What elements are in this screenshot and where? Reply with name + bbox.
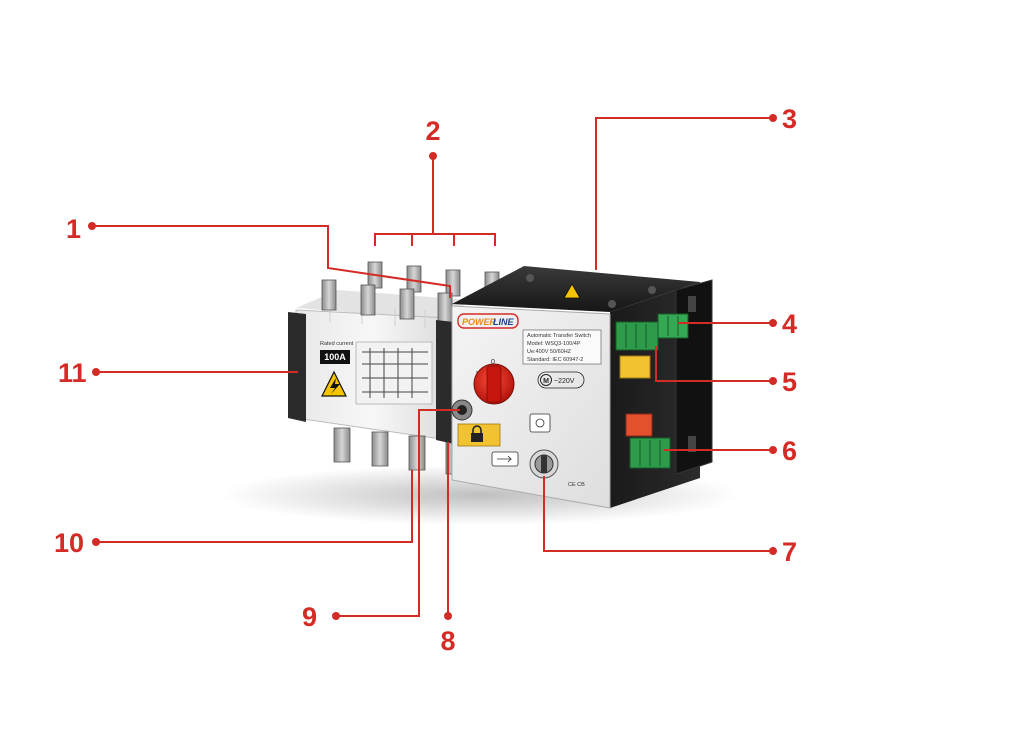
terminal-blocks-lower (625, 413, 671, 469)
mode-selector-icon (529, 413, 551, 433)
switch-body: Rated current 100A (288, 261, 500, 475)
auto-manual-icon (491, 451, 519, 467)
wiring-schematic (355, 341, 433, 405)
brand-logo: POWER LINE (457, 313, 519, 329)
plate-line-3: Ue:400V 50/60HZ (527, 349, 572, 355)
callout-10: 10 (54, 528, 84, 558)
motor-symbol: M (543, 378, 549, 385)
plate-line-4: Standard: IEC 60947-2 (527, 357, 583, 363)
plate-line-1: Automatic Transfer Switch (527, 333, 591, 339)
callout-2: 2 (425, 116, 440, 146)
callout-11: 11 (58, 358, 87, 388)
brand-name-part2: LINE (493, 317, 514, 327)
callout-numbers: 1 2 3 4 5 6 7 8 9 10 11 (54, 104, 797, 656)
auto-manual-keyswitch[interactable] (529, 449, 559, 479)
position-label-0: 0 (491, 359, 495, 366)
cert-marks: CE CB (568, 482, 585, 488)
plate-line-2: Model: WSQ3-100/4P (527, 341, 581, 347)
callout-1: 1 (66, 214, 81, 244)
callout-3: 3 (782, 104, 797, 134)
callout-7: 7 (782, 537, 797, 567)
callout-8: 8 (440, 626, 455, 656)
rated-current-value: 100A (324, 352, 346, 362)
motor-voltage-badge: M ~220V (537, 371, 585, 389)
manual-selector-knob[interactable] (473, 363, 515, 405)
callout-4: 4 (782, 309, 797, 339)
controller-box: POWER LINE Automatic Transfer Switch Mod… (451, 266, 713, 509)
motor-voltage-label: ~220V (554, 378, 575, 385)
left-handle (288, 312, 306, 422)
callout-6: 6 (782, 436, 797, 466)
top-warning-icon (563, 283, 581, 299)
callout-leaders (88, 114, 777, 620)
brand-name-part1: POWER (462, 317, 497, 327)
front-terminals (321, 279, 453, 324)
padlock-sticker (457, 423, 501, 447)
operating-shaft[interactable] (451, 399, 473, 421)
right-handle (436, 320, 454, 444)
callout-5: 5 (782, 367, 797, 397)
rated-current-caption: Rated current (320, 341, 354, 347)
nameplate: Automatic Transfer Switch Model: WSQ3-10… (522, 329, 602, 365)
callout-9: 9 (302, 602, 317, 632)
rating-label: Rated current 100A (320, 341, 354, 397)
terminal-blocks-upper (615, 313, 689, 379)
